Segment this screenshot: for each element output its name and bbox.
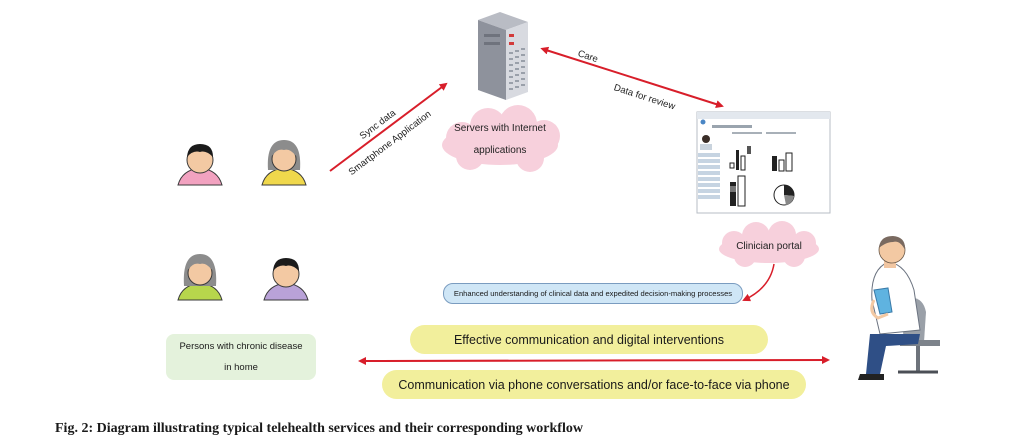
figure-caption: Fig. 2: Diagram illustrating typical tel…: [55, 421, 583, 436]
clinician-portal-label: Clinician portal: [736, 241, 802, 252]
portal-feedback-arrow: [742, 263, 775, 302]
server-label-line1: Servers with Internet: [454, 123, 546, 134]
sync-arrow: [329, 82, 448, 172]
server-label: Servers with Internet applications: [448, 118, 552, 162]
clinician-cloud: [719, 221, 819, 267]
care-arrow: [540, 46, 724, 108]
person-icon-purple-shirt: [263, 258, 309, 301]
understanding-box: Enhanced understanding of clinical data …: [443, 283, 743, 304]
doctor-icon: [858, 236, 940, 380]
server-label-line2: applications: [473, 145, 527, 156]
communication-arrow: [358, 356, 830, 365]
server-cloud: [442, 105, 560, 172]
effective-communication-box: Effective communication and digital inte…: [410, 325, 768, 354]
person-icon-yellow-shirt: [261, 140, 307, 186]
patients-label-box: Persons with chronic disease in home: [166, 334, 316, 380]
person-icon-green-shirt: [177, 254, 223, 301]
server-icon: [478, 12, 528, 100]
clinician-portal-screenshot: [696, 111, 831, 214]
person-icon-pink-shirt: [177, 144, 223, 186]
patients-label-line1: Persons with chronic disease: [179, 341, 303, 352]
patients-label-line2: in home: [224, 362, 258, 373]
phone-communication-box: Communication via phone conversations an…: [382, 370, 806, 399]
